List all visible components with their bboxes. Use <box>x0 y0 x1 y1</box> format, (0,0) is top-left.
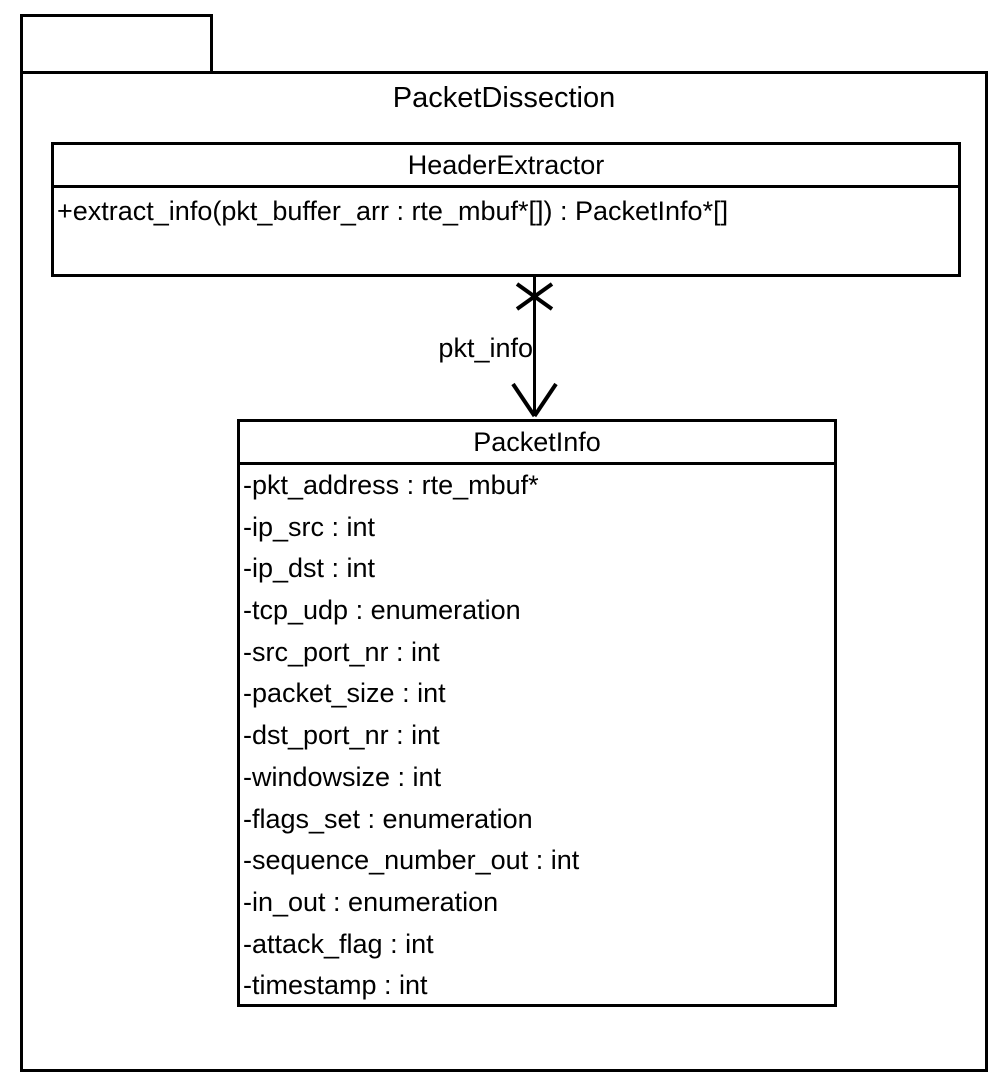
attributes-compartment-packet-info: -pkt_address : rte_mbuf* -ip_src : int -… <box>240 465 834 1010</box>
attribute-row: -flags_set : enumeration <box>243 803 533 834</box>
class-box-header-extractor[interactable]: HeaderExtractor +extract_info(pkt_buffer… <box>51 142 961 277</box>
attribute-row: -dst_port_nr : int <box>243 720 440 751</box>
attribute-row: -src_port_nr : int <box>243 636 440 667</box>
attribute-row: -attack_flag : int <box>243 928 434 959</box>
operation-row: +extract_info(pkt_buffer_arr : rte_mbuf*… <box>57 196 729 226</box>
class-box-packet-info[interactable]: PacketInfo -pkt_address : rte_mbuf* -ip_… <box>237 419 837 1007</box>
attribute-row: -pkt_address : rte_mbuf* <box>243 470 539 500</box>
attribute-row: -sequence_number_out : int <box>243 845 580 876</box>
operations-compartment-header-extractor: +extract_info(pkt_buffer_arr : rte_mbuf*… <box>54 188 958 277</box>
class-name-packet-info: PacketInfo <box>240 422 834 465</box>
class-name-header-extractor: HeaderExtractor <box>54 145 958 188</box>
attribute-row: -windowsize : int <box>243 761 442 792</box>
attribute-row: -ip_src : int <box>243 511 376 542</box>
attribute-row: -ip_dst : int <box>243 553 376 584</box>
association-role-label: pkt_info <box>438 333 533 363</box>
package-tab <box>20 14 213 73</box>
attribute-row: -timestamp : int <box>243 970 428 1001</box>
attribute-row: -in_out : enumeration <box>243 886 499 917</box>
attribute-row: -packet_size : int <box>243 678 446 709</box>
attribute-row: -tcp_udp : enumeration <box>243 595 521 626</box>
package-title: PacketDissection <box>392 82 616 114</box>
